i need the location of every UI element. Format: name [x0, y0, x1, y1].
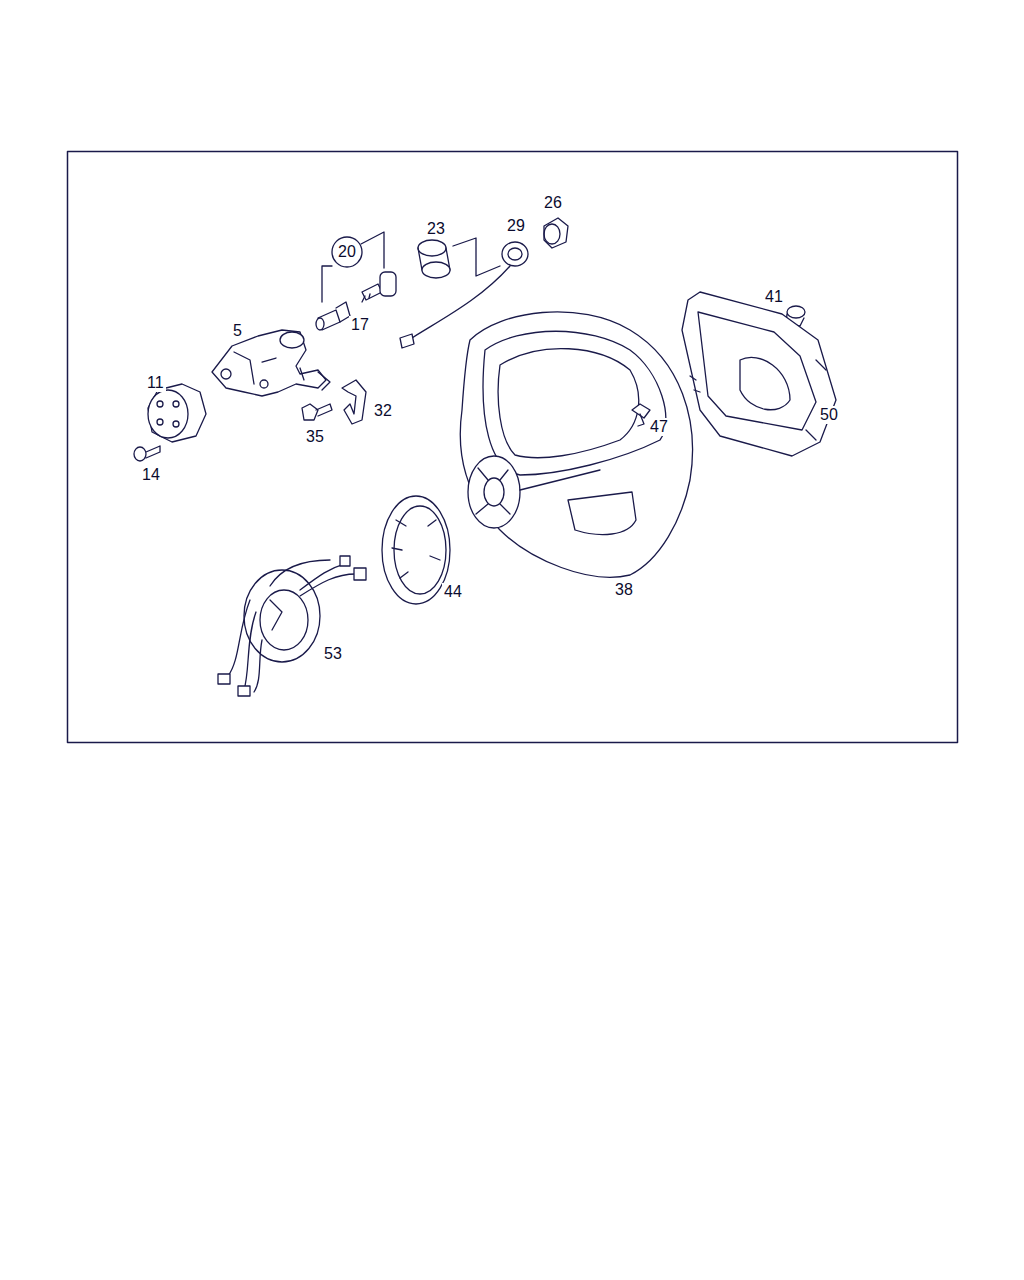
callout-number: 44 — [442, 583, 464, 601]
callout-number: 23 — [425, 220, 447, 238]
callout-number: 5 — [231, 322, 244, 340]
callout-number: 50 — [818, 406, 840, 424]
callout-number: 14 — [140, 466, 162, 484]
callout-number: 41 — [763, 288, 785, 306]
callout-number: 20 — [338, 244, 356, 260]
callout-number: 47 — [648, 418, 670, 436]
callout-number: 53 — [322, 645, 344, 663]
frame — [68, 152, 958, 743]
callout-number: 26 — [542, 194, 564, 212]
callout-number: 17 — [349, 316, 371, 334]
callout-number: 35 — [304, 428, 326, 446]
callout-circle: 20 — [331, 236, 363, 268]
callout-number: 11 — [145, 374, 166, 392]
callout-number: 29 — [505, 217, 527, 235]
callout-number: 38 — [613, 581, 635, 599]
callout-number: 32 — [372, 402, 394, 420]
